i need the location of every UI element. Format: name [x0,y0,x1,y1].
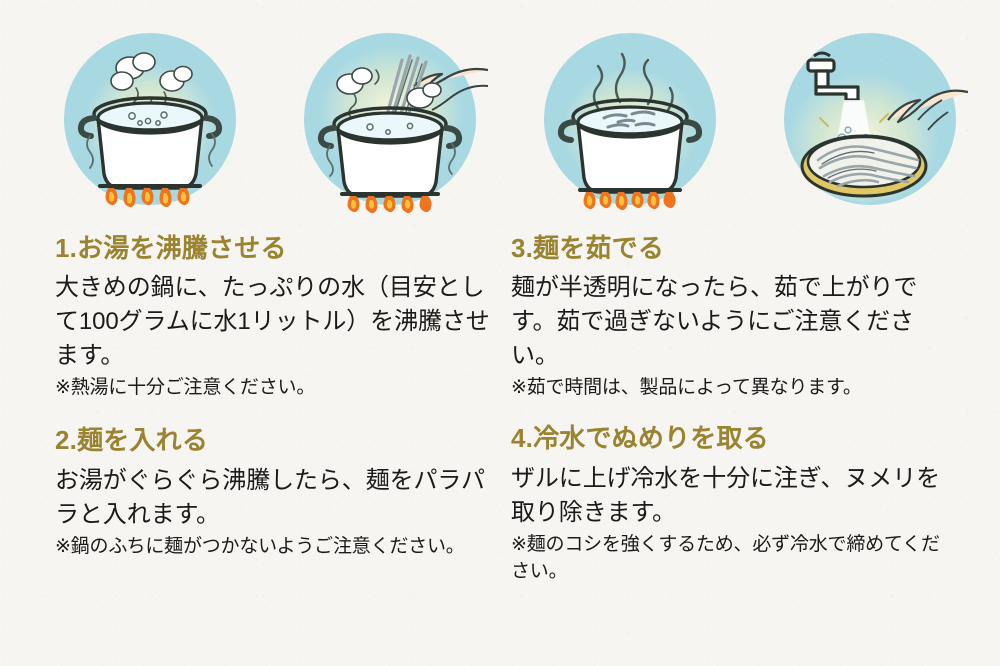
step-2-illustration [292,26,488,216]
step-2-title: 2.麺を入れる [55,425,209,456]
step-3-title: 3.麺を茹でる [511,233,665,263]
step-1-illustration [52,26,248,216]
step-4-note: ※麺のコシを強くするため、必ず冷水で締めてください。 [511,533,940,582]
instruction-columns: 1.お湯を沸騰させる 大きめの鍋に、たっぷりの水（目安として100グラムに水1リ… [0,232,1000,666]
step-4-illustration [772,26,968,216]
step-1-body: 大きめの鍋に、たっぷりの水（目安として100グラムに水1リットル）を沸騰させます… [55,274,490,370]
step-1: 1.お湯を沸騰させる 大きめの鍋に、たっぷりの水（目安として100グラムに水1リ… [55,232,495,402]
illustration-strip [0,26,1000,221]
step-2-body: お湯がぐらぐら沸騰したら、麺をパラパラと入れます。 [55,466,485,528]
step-2-note: ※鍋のふちに麺がつかないようご注意ください。 [55,535,465,557]
step-4: 4.冷水でぬめりを取る ザルに上げ冷水を十分に注ぎ、ヌメリを取り除きます。 ※麺… [511,422,951,585]
step-3-body: 麺が半透明になったら、茹で上がりです。茹で過ぎないようにご注意ください。 [511,274,918,370]
step-1-note: ※熱湯に十分ご注意ください。 [55,377,316,399]
step-3-illustration [532,26,728,216]
left-column: 1.お湯を沸騰させる 大きめの鍋に、たっぷりの水（目安として100グラムに水1リ… [55,232,495,561]
right-column: 3.麺を茹でる 麺が半透明になったら、茹で上がりです。茹で過ぎないようにご注意く… [511,232,951,586]
step-2: 2.麺を入れる お湯がぐらぐら沸騰したら、麺をパラパラと入れます。 ※鍋のふちに… [55,424,495,560]
step-3: 3.麺を茹でる 麺が半透明になったら、茹で上がりです。茹で過ぎないようにご注意く… [511,232,951,402]
step-4-title: 4.冷水でぬめりを取る [511,423,769,454]
step-4-body: ザルに上げ冷水を十分に注ぎ、ヌメリを取り除きます。 [511,464,940,526]
step-1-title: 1.お湯を沸騰させる [55,233,287,263]
step-3-note: ※茹で時間は、製品によって異なります。 [511,377,862,399]
